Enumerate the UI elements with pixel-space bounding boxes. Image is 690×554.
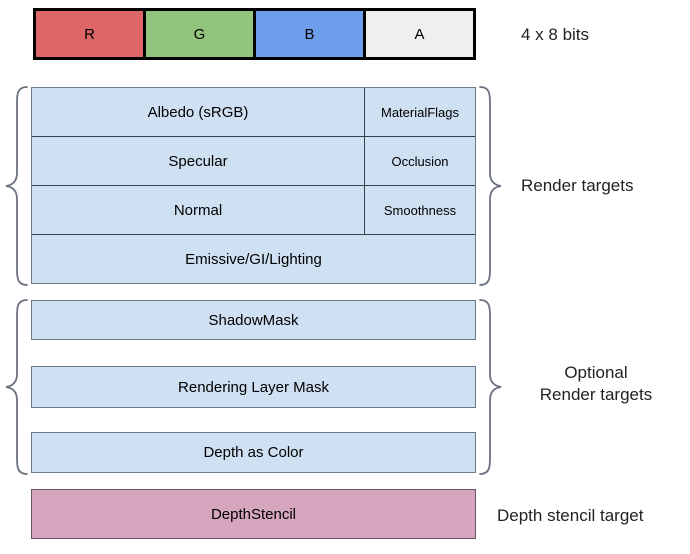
depth-stencil-box: DepthStencil (31, 489, 476, 539)
render-targets-caption: Render targets (521, 176, 634, 195)
render-target-main-cell: Normal (173, 201, 223, 219)
render-target-row: Albedo (sRGB) MaterialFlags (32, 88, 475, 137)
render-target-alpha-cell: MaterialFlags (364, 88, 475, 136)
render-target-main-cell-merged: Emissive/GI/Lighting (185, 250, 322, 268)
render-target-alpha-cell: Occlusion (364, 137, 475, 185)
render-targets-table: Albedo (sRGB) MaterialFlags Specular Occ… (31, 87, 476, 284)
optional-render-targets-left-brace (3, 298, 29, 476)
channel-label-a: A (414, 25, 425, 43)
optional-render-target-box-depth-as-color: Depth as Color (31, 432, 476, 473)
channel-cell-g: G (146, 11, 256, 57)
optional-render-targets-right-brace (478, 298, 504, 476)
channel-cell-a: A (366, 11, 473, 57)
render-target-alpha-cell: Smoothness (364, 186, 475, 234)
render-target-row: Normal Smoothness (32, 186, 475, 235)
rgba-channel-bar: R G B A (33, 8, 476, 60)
render-target-row: Specular Occlusion (32, 137, 475, 186)
optional-render-target-label: Rendering Layer Mask (178, 378, 329, 396)
depth-stencil-label: DepthStencil (210, 505, 297, 523)
optional-render-target-label: Depth as Color (203, 444, 304, 461)
render-targets-left-brace (3, 85, 29, 287)
optional-render-targets-caption-line-2: Render targets (539, 385, 653, 405)
depth-stencil-caption: Depth stencil target (497, 506, 644, 525)
render-target-row: Emissive/GI/Lighting (32, 235, 475, 283)
optional-render-target-box-rendering-layer-mask: Rendering Layer Mask (31, 366, 476, 408)
optional-render-targets-caption-line-1: Optional (564, 363, 628, 382)
render-target-main-cell: Specular (168, 152, 228, 170)
optional-render-target-label: ShadowMask (208, 311, 299, 329)
bit-depth-caption: 4 x 8 bits (521, 25, 590, 44)
channel-label-g: G (193, 25, 206, 43)
channel-label-r: R (84, 25, 95, 43)
channel-cell-b: B (256, 11, 366, 57)
channel-label-b: B (304, 25, 315, 43)
render-targets-right-brace (478, 85, 504, 287)
render-target-main-cell: Albedo (sRGB) (147, 103, 249, 121)
channel-cell-r: R (36, 11, 146, 57)
optional-render-target-box-shadowmask: ShadowMask (31, 300, 476, 340)
